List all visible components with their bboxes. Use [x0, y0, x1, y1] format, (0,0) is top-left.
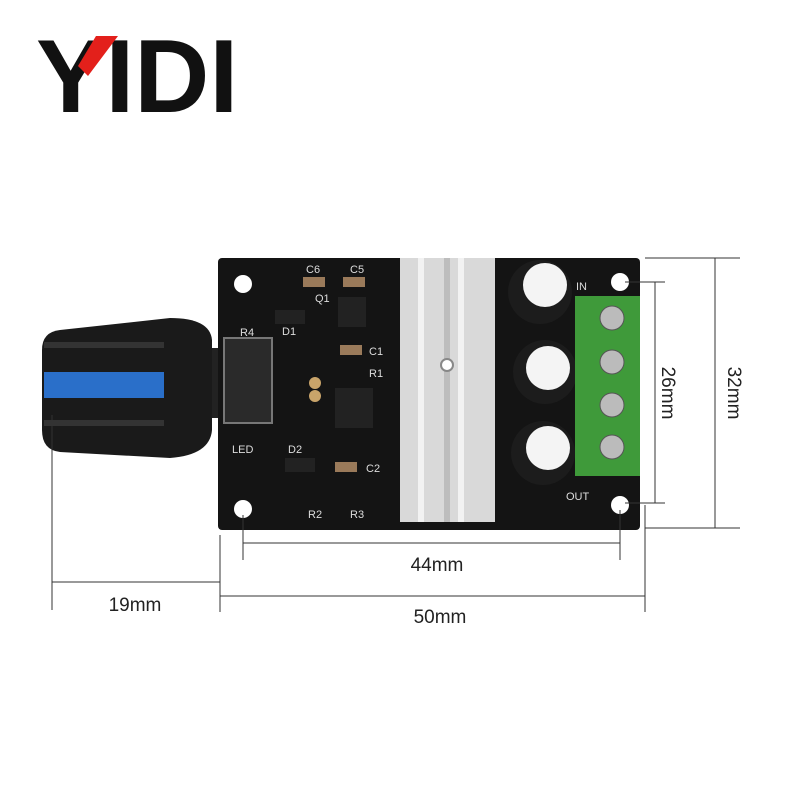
terminal-block [575, 296, 640, 476]
label-q1: Q1 [315, 293, 330, 305]
dimension-26mm: 26mm [657, 367, 678, 420]
heatsink [400, 258, 495, 522]
dimension-50mm: 50mm [414, 607, 467, 628]
label-c2: C2 [366, 463, 380, 475]
label-d1: D1 [282, 326, 296, 338]
label-out: OUT [566, 491, 590, 503]
dimension-lines [51, 257, 740, 612]
logo: YIDI [36, 19, 238, 135]
label-r4: R4 [240, 327, 254, 339]
dimension-44mm: 44mm [411, 555, 464, 576]
label-r3: R3 [350, 509, 364, 521]
dimension-32mm: 32mm [723, 367, 744, 420]
dimension-19mm: 19mm [109, 595, 162, 616]
label-c1: C1 [369, 346, 383, 358]
label-r2: R2 [308, 509, 322, 521]
potentiometer-knob [42, 318, 222, 458]
label-d2: D2 [288, 444, 302, 456]
knob-blue-stripe [44, 372, 164, 398]
label-in: IN [576, 281, 587, 293]
label-c5: C5 [350, 264, 364, 276]
label-r1: R1 [369, 368, 383, 380]
capacitors [508, 260, 577, 485]
label-led: LED [232, 444, 253, 456]
label-c6: C6 [306, 264, 320, 276]
logo-accent [78, 36, 118, 76]
logo-text: YIDI [36, 19, 238, 135]
